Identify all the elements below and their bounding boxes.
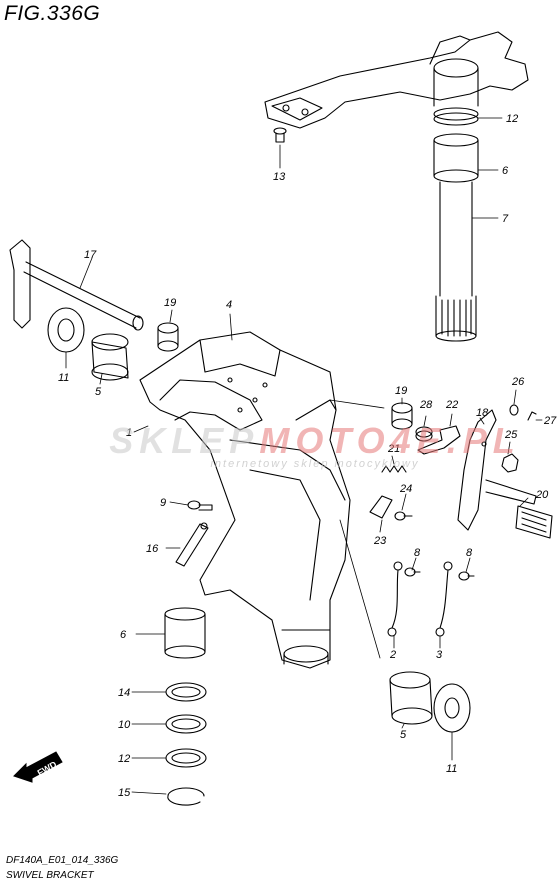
callout-label: 21 xyxy=(387,443,400,455)
callout-label: 12 xyxy=(118,753,130,765)
callout-label: 23 xyxy=(373,535,387,547)
callout-label: 11 xyxy=(446,763,457,775)
callout-label: 15 xyxy=(118,787,131,799)
ring-part-12-upper xyxy=(433,107,479,126)
plate-part-23 xyxy=(369,495,393,519)
callout-label: 12 xyxy=(506,113,518,125)
bushing-part-5-left xyxy=(91,333,129,381)
callout-label: 27 xyxy=(543,415,557,427)
bolt-part-8-left xyxy=(404,567,421,577)
callout-label: 9 xyxy=(160,497,166,509)
callout-label: 18 xyxy=(476,407,489,419)
clip-part-22 xyxy=(417,425,461,455)
model-code: DF140A_E01_014_336G xyxy=(6,855,119,866)
nut-part-25 xyxy=(501,453,519,473)
callout-label: 20 xyxy=(535,489,549,501)
lever-part-16 xyxy=(175,522,209,567)
bushing-part-6-upper xyxy=(433,133,479,183)
callout-label: 8 xyxy=(466,547,473,559)
callout-label: 19 xyxy=(164,297,176,309)
callout-label: 28 xyxy=(419,399,433,411)
callout-label: 6 xyxy=(120,629,127,641)
spring-part-28 xyxy=(415,426,433,442)
bolt-part-9 xyxy=(187,500,213,511)
ground-wire-part-3 xyxy=(435,561,453,637)
callout-label: 22 xyxy=(445,399,458,411)
callout-label: 4 xyxy=(226,299,232,311)
spring-part-21 xyxy=(381,465,407,473)
pin-part-27 xyxy=(527,411,537,421)
bushing-part-6-lower xyxy=(164,607,206,659)
callout-label: 24 xyxy=(399,483,412,495)
callout-label: 2 xyxy=(389,649,396,661)
ring-part-15 xyxy=(167,787,205,806)
washer-part-26 xyxy=(509,404,519,416)
tilt-tube-part xyxy=(9,239,144,331)
callout-label: 19 xyxy=(395,385,407,397)
callout-label: 16 xyxy=(146,543,159,555)
callout-labels: 12 6 7 13 17 19 4 11 5 1 26 27 18 25 19 … xyxy=(58,113,557,799)
lever-part-18 xyxy=(457,409,537,531)
steering-shaft-part xyxy=(435,181,477,342)
callout-label: 5 xyxy=(400,729,407,741)
steering-arm-part xyxy=(264,31,529,129)
washer-part-11-left xyxy=(47,307,85,353)
pad-part-20 xyxy=(515,505,553,539)
callout-label: 6 xyxy=(502,165,509,177)
callout-label: 13 xyxy=(273,171,286,183)
figure-title: FIG.336G xyxy=(4,2,101,25)
bushing-part-19-right xyxy=(391,402,413,430)
callout-label: 26 xyxy=(511,376,525,388)
callout-label: 25 xyxy=(504,429,518,441)
callout-label: 5 xyxy=(95,386,102,398)
washer-part-11-right xyxy=(433,683,471,733)
swivel-bracket-part xyxy=(139,331,351,669)
ring-part-14 xyxy=(165,682,207,702)
ground-wire-part-2 xyxy=(387,561,403,637)
bolt-part-24 xyxy=(394,511,413,521)
callout-label: 11 xyxy=(58,372,69,384)
bolt-part-8-right xyxy=(458,571,475,581)
callout-label: 7 xyxy=(502,213,509,225)
callout-label: 17 xyxy=(84,249,97,261)
bolt-part-13 xyxy=(273,127,287,143)
callout-label: 10 xyxy=(118,719,131,731)
callout-label: 1 xyxy=(126,427,132,439)
fwd-arrow-icon: FWD xyxy=(13,751,63,783)
bushing-part-5-right xyxy=(389,671,433,725)
ring-part-12-lower xyxy=(165,748,207,768)
callout-label: 14 xyxy=(118,687,130,699)
callout-label: 3 xyxy=(436,649,443,661)
leader-lines xyxy=(65,117,543,795)
callout-label: 8 xyxy=(414,547,421,559)
figure-caption: SWIVEL BRACKET xyxy=(6,870,94,881)
bushing-part-19-left xyxy=(157,322,179,352)
ring-part-10 xyxy=(165,714,207,734)
